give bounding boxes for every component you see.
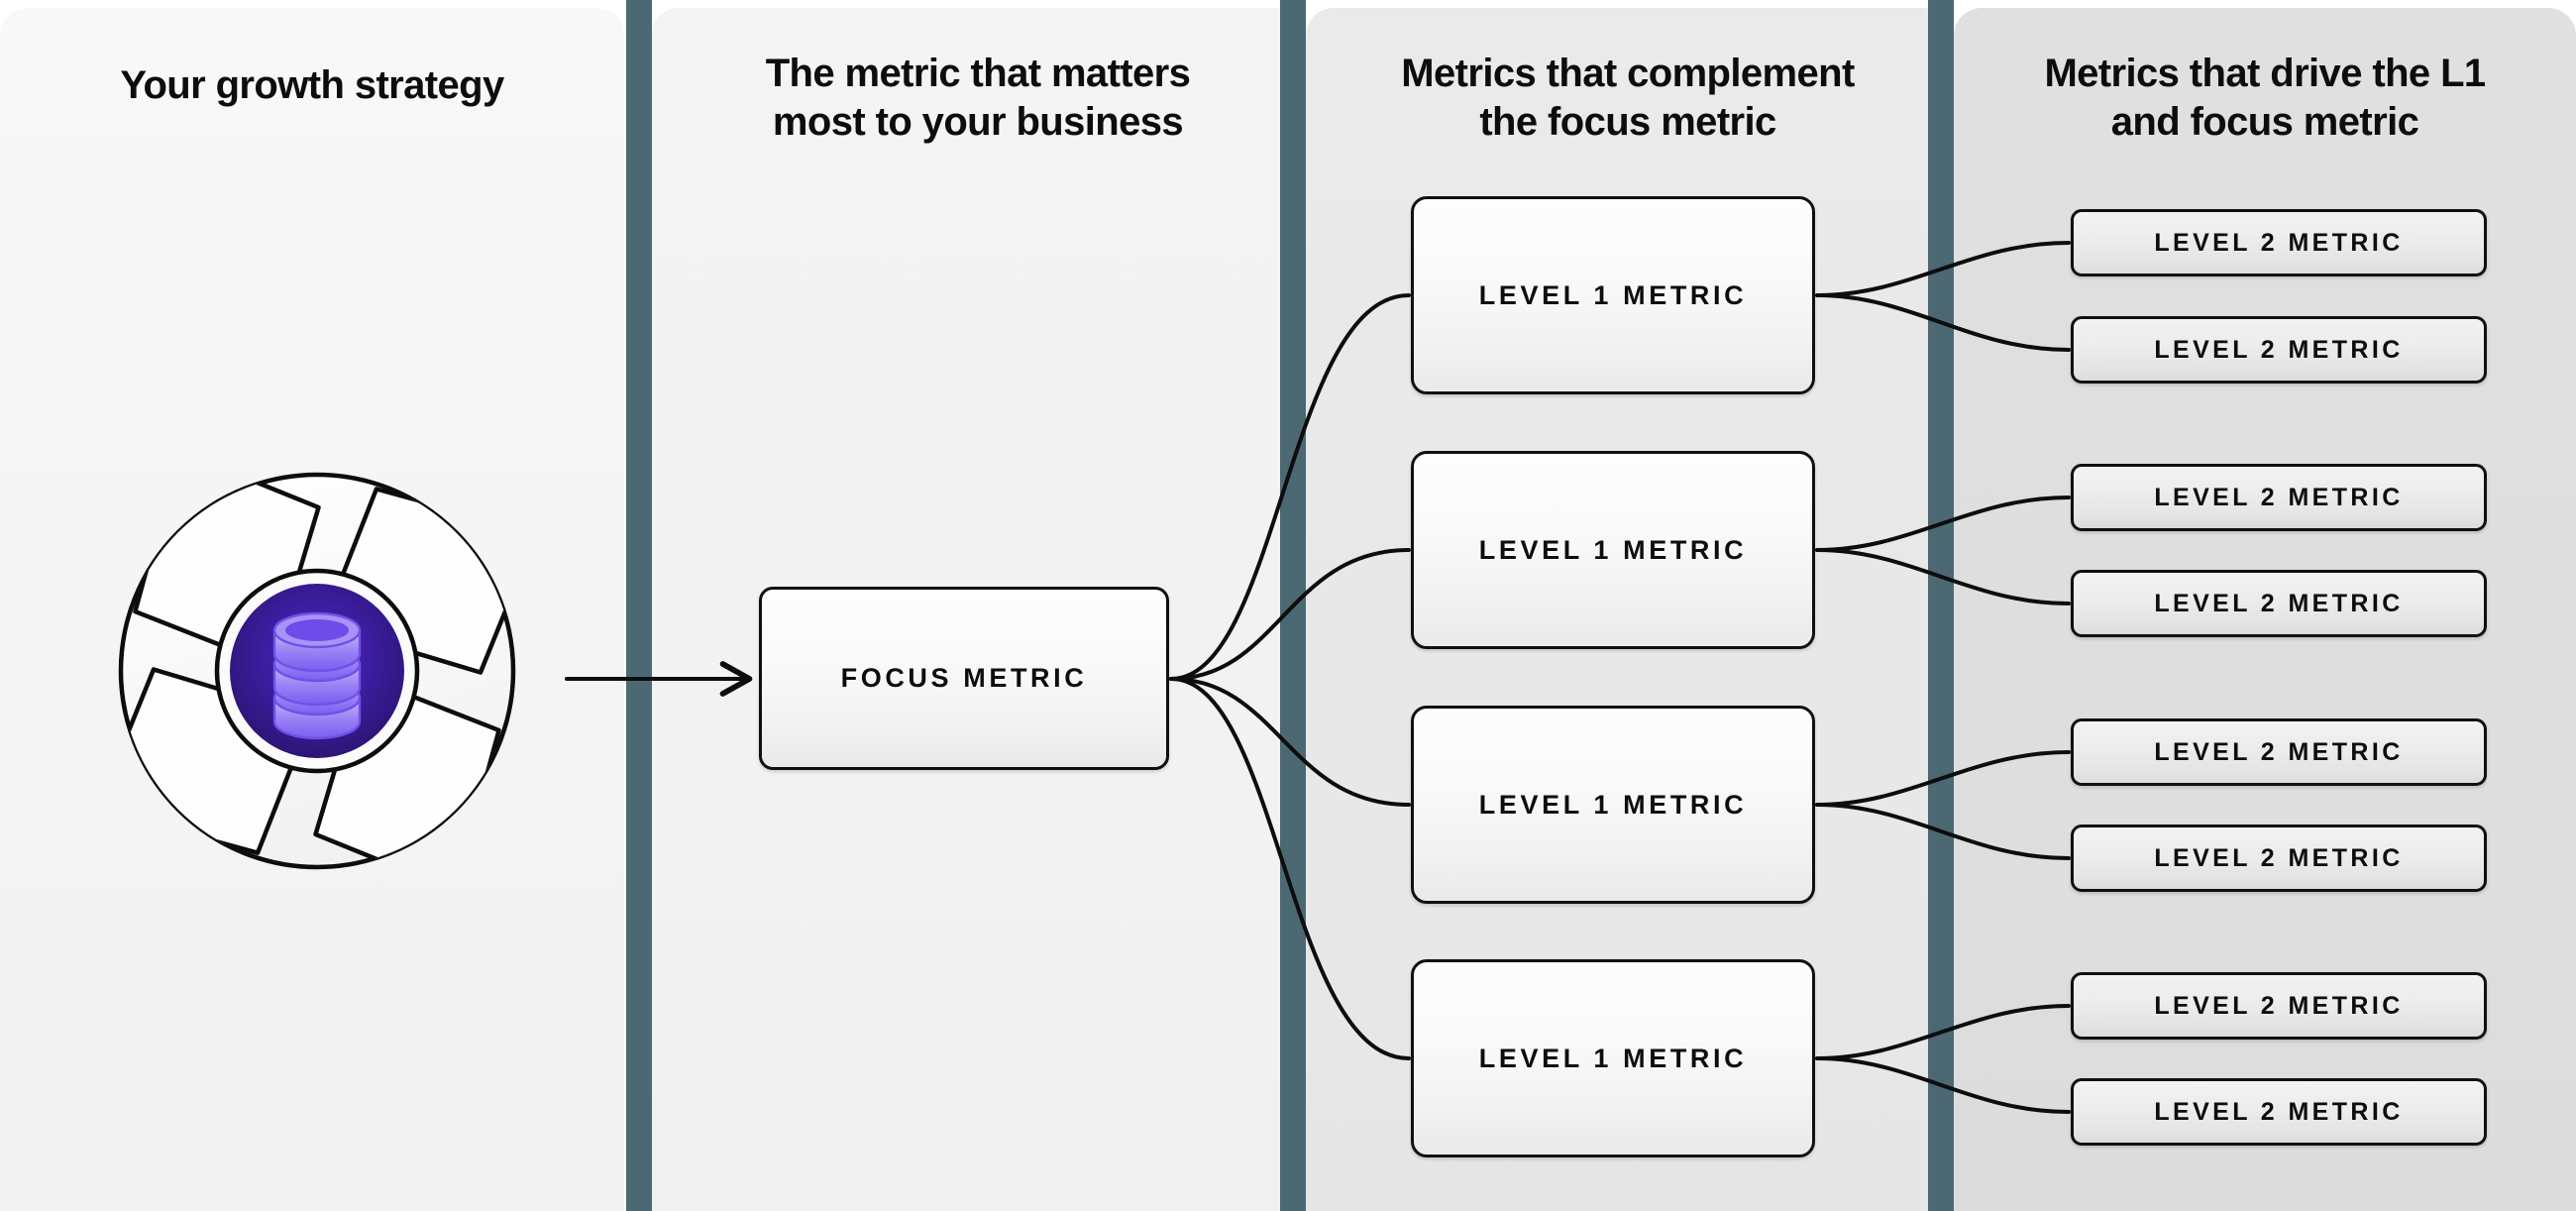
node-level1-metric-4-label: LEVEL 1 METRIC <box>1478 1043 1748 1073</box>
column-heading-level1-line1: Metrics that complement <box>1401 52 1855 95</box>
node-level2-metric-2[interactable]: LEVEL 2 METRIC <box>2071 316 2487 384</box>
node-focus-metric[interactable]: FOCUS METRIC <box>759 587 1169 770</box>
node-level2-metric-4-label: LEVEL 2 METRIC <box>2154 589 2404 617</box>
node-level1-metric-2-label: LEVEL 1 METRIC <box>1478 534 1748 565</box>
node-level2-metric-5-label: LEVEL 2 METRIC <box>2154 737 2404 766</box>
node-level1-metric-3[interactable]: LEVEL 1 METRIC <box>1411 706 1815 904</box>
column-heading-focus-line1: The metric that matters <box>765 52 1191 95</box>
node-level2-metric-7-label: LEVEL 2 METRIC <box>2154 991 2404 1020</box>
column-heading-strategy: Your growth strategy <box>0 61 624 110</box>
node-level2-metric-7[interactable]: LEVEL 2 METRIC <box>2071 972 2487 1040</box>
node-level2-metric-2-label: LEVEL 2 METRIC <box>2154 335 2404 364</box>
column-heading-level2-line1: Metrics that drive the L1 <box>2044 52 2486 95</box>
node-level1-metric-4[interactable]: LEVEL 1 METRIC <box>1411 959 1815 1157</box>
node-level2-metric-8[interactable]: LEVEL 2 METRIC <box>2071 1078 2487 1146</box>
column-heading-strategy-line1: Your growth strategy <box>120 63 504 107</box>
node-level1-metric-2[interactable]: LEVEL 1 METRIC <box>1411 451 1815 649</box>
node-level1-metric-1[interactable]: LEVEL 1 METRIC <box>1411 196 1815 394</box>
column-heading-level1-line2: the focus metric <box>1479 99 1776 144</box>
node-level2-metric-4[interactable]: LEVEL 2 METRIC <box>2071 570 2487 637</box>
node-level2-metric-3[interactable]: LEVEL 2 METRIC <box>2071 464 2487 531</box>
node-focus-metric-label: FOCUS METRIC <box>840 663 1088 693</box>
node-level2-metric-8-label: LEVEL 2 METRIC <box>2154 1097 2404 1126</box>
node-level1-metric-3-label: LEVEL 1 METRIC <box>1478 789 1748 820</box>
column-heading-focus: The metric that matters most to your bus… <box>651 50 1305 147</box>
aperture-database-logo <box>118 472 516 870</box>
column-divider-1 <box>626 0 652 1211</box>
node-level2-metric-6-label: LEVEL 2 METRIC <box>2154 843 2404 872</box>
node-level1-metric-1-label: LEVEL 1 METRIC <box>1478 279 1748 310</box>
column-divider-3 <box>1928 0 1954 1211</box>
database-icon <box>272 611 362 740</box>
node-level2-metric-3-label: LEVEL 2 METRIC <box>2154 483 2404 511</box>
column-heading-level2: Metrics that drive the L1 and focus metr… <box>1954 50 2576 147</box>
column-heading-level1: Metrics that complement the focus metric <box>1306 50 1950 147</box>
node-level2-metric-1[interactable]: LEVEL 2 METRIC <box>2071 209 2487 276</box>
column-heading-focus-line2: most to your business <box>772 99 1184 144</box>
node-level2-metric-1-label: LEVEL 2 METRIC <box>2154 228 2404 257</box>
node-level2-metric-5[interactable]: LEVEL 2 METRIC <box>2071 718 2487 786</box>
column-divider-2 <box>1280 0 1306 1211</box>
node-level2-metric-6[interactable]: LEVEL 2 METRIC <box>2071 825 2487 892</box>
column-heading-level2-line2: and focus metric <box>2110 99 2419 144</box>
